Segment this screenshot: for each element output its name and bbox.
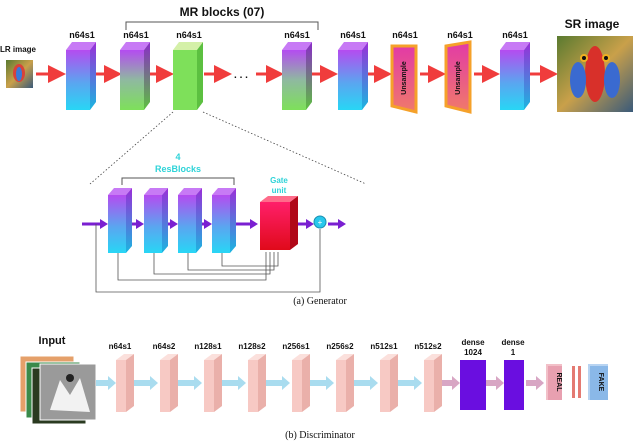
resblocks-bracket [121,177,235,185]
mr-block-1 [120,42,150,110]
dense-1-label-1: dense [461,338,485,347]
disc-conv-block [160,354,178,412]
disc-layer-label: n256s1 [282,342,310,351]
real-output: REAL [546,364,562,400]
dense-2-label-2: 1 [511,348,516,357]
dense-1024-block [460,360,486,410]
resblock-2 [144,188,168,253]
gate-unit-block [260,196,298,250]
disc-layer-label: n64s1 [109,342,132,351]
disc-layer-label: n128s2 [238,342,266,351]
mr-blocks-title: MR blocks (07) [180,5,265,19]
disc-layer-label: n512s1 [370,342,398,351]
gen-layer-label: n64s1 [123,30,149,40]
sum-node: + [313,215,327,229]
disc-conv-block [116,354,134,412]
disc-conv-blocks [116,354,442,412]
disc-conv-block [336,354,354,412]
gen-layer-label: n64s1 [502,30,528,40]
gen-layer-label: n64s1 [447,30,473,40]
separator-bar [572,366,575,398]
gen-conv-block-3 [500,42,530,110]
fake-label: FAKE [597,373,604,392]
sum-symbol: + [318,218,323,227]
mr-block-7 [282,42,312,110]
disc-conv-block [292,354,310,412]
lr-image [6,60,33,88]
disc-layer-labels: n64s1 n64s2 n128s1 n128s2 n256s1 n256s2 … [109,338,525,357]
upsample-label: Unsample [401,61,408,95]
disc-conv-block [424,354,442,412]
upsample-block-2: Unsample [444,40,472,114]
disc-layer-label: n256s2 [326,342,354,351]
disc-input-image-stack [19,355,97,425]
gen-layer-label: n64s1 [69,30,95,40]
gen-layer-label: n64s1 [392,30,418,40]
gen-layer-label: n64s1 [284,30,310,40]
resblock-1 [108,188,132,253]
gen-conv-block-2 [338,42,368,110]
real-label: REAL [555,372,562,392]
upsample-block-1: Unsample [390,44,418,114]
lr-image-label: LR image [0,45,37,54]
separator-bar [578,366,581,398]
sr-image [557,36,633,112]
disc-arrows [96,376,544,390]
resblocks-label: ResBlocks [155,164,201,174]
generator-layer-labels: n64s1 n64s1 n64s1 n64s1 n64s1 n64s1 n64s… [69,30,528,40]
mr-block-2 [173,42,203,110]
upsample-label: Unsample [455,61,462,95]
ellipsis: . . . [234,70,248,81]
dense-2-label-1: dense [501,338,525,347]
sr-image-label: SR image [565,17,620,31]
gate-label-2: unit [272,186,287,195]
zoom-lines [89,111,367,185]
discriminator-caption: (b) Discriminator [285,430,355,441]
disc-conv-block [204,354,222,412]
resblocks-count: 4 [175,152,180,162]
fake-output: FAKE [588,364,608,400]
dense-1-label-2: 1024 [464,348,482,357]
resblock-4 [212,188,236,253]
mr-blocks-bracket [125,21,319,30]
disc-conv-block [248,354,266,412]
generator-caption: (a) Generator [293,296,347,307]
gen-layer-label: n64s1 [340,30,366,40]
resblock-3 [178,188,202,253]
disc-layer-label: n512s2 [414,342,442,351]
skip-connections [95,224,321,293]
gen-conv-block-1 [66,42,96,110]
gen-layer-label: n64s1 [176,30,202,40]
dense-1-block [504,360,524,410]
gate-label-1: Gate [270,176,288,185]
disc-layer-label: n64s2 [153,342,176,351]
disc-conv-block [380,354,398,412]
disc-input-label: Input [39,335,66,347]
disc-layer-label: n128s1 [194,342,222,351]
